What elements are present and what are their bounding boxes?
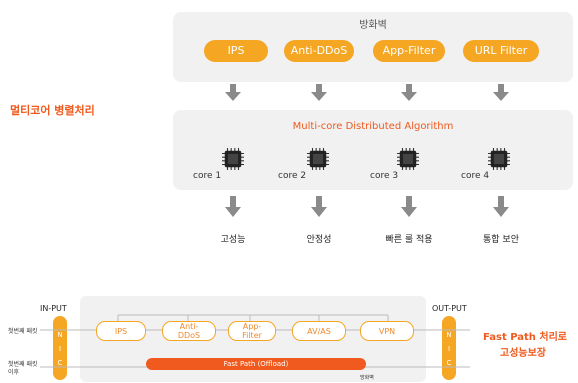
- firewall-small-label: 방화벽: [360, 375, 374, 381]
- offload-module-app-filter: App-Filter: [228, 321, 276, 341]
- offload-module-vpn: VPN: [360, 321, 414, 341]
- fast-path-label: Fast Path (Offload): [223, 360, 289, 368]
- row2-label-a: 첫번째 패킷: [8, 361, 38, 368]
- fast-path-guarantee-label-2: 고성능보장: [500, 348, 546, 359]
- nic-input: [53, 316, 67, 380]
- distributed-panel: [173, 110, 573, 190]
- multicore-parallel-label: 멀티코어 병렬처리: [10, 104, 95, 117]
- offload-module-anti-ddos-label: Anti-DDoS: [177, 322, 201, 340]
- output-label: OUT-PUT: [432, 304, 467, 313]
- cpu-chip-icon: [488, 148, 510, 170]
- fast-path-bar: [146, 358, 366, 370]
- arrow-down-icon: [493, 84, 509, 101]
- nic-output: [442, 316, 456, 380]
- offload-module-app-filter-label: App-Filter: [242, 322, 262, 340]
- cpu-chip-icon: [397, 148, 419, 170]
- distributed-title: Multi-core Distributed Algorithm: [292, 121, 454, 132]
- offload-module-anti-ddos: Anti-DDoS: [162, 321, 216, 341]
- module-ips: IPS: [204, 40, 268, 62]
- fast-path-guarantee-label-1: Fast Path 처리로: [483, 332, 567, 343]
- arrow-down-icon: [225, 196, 241, 217]
- nic-output-text: N I C: [446, 331, 452, 367]
- arrow-down-icon: [493, 196, 509, 217]
- cpu-chip-icon: [307, 148, 329, 170]
- arrow-down-icon: [311, 196, 327, 217]
- result-fast-rule-apply: 빠른 룰 적용: [385, 235, 433, 245]
- module-app-filter: App-Filter: [373, 40, 445, 62]
- core-4-label: core 4: [461, 171, 490, 181]
- input-label: IN-PUT: [40, 304, 67, 313]
- nic-input-text: N I C: [57, 331, 63, 367]
- core-1-label: core 1: [193, 171, 222, 181]
- firewall-title: 방화벽: [359, 20, 387, 31]
- arrow-down-icon: [225, 84, 241, 101]
- arrow-down-icon: [401, 196, 417, 217]
- result-integrated-security: 통합 보안: [483, 235, 519, 245]
- result-stability: 안정성: [306, 235, 332, 245]
- arrow-down-icon: [311, 84, 327, 101]
- result-high-performance: 고성능: [220, 235, 246, 245]
- arrow-down-icon: [401, 84, 417, 101]
- cpu-chip-icon: [222, 148, 244, 170]
- row1-label: 첫번째 패킷: [8, 328, 38, 335]
- core-2-label: core 2: [278, 171, 307, 181]
- offload-module-av-as: AV/AS: [292, 321, 346, 341]
- row2-label-b: 이후: [8, 369, 20, 376]
- core-3-label: core 3: [370, 171, 399, 181]
- module-url-filter: URL Filter: [463, 40, 539, 62]
- module-anti-ddos: Anti-DDoS: [284, 40, 354, 62]
- offload-module-ips: IPS: [96, 321, 146, 341]
